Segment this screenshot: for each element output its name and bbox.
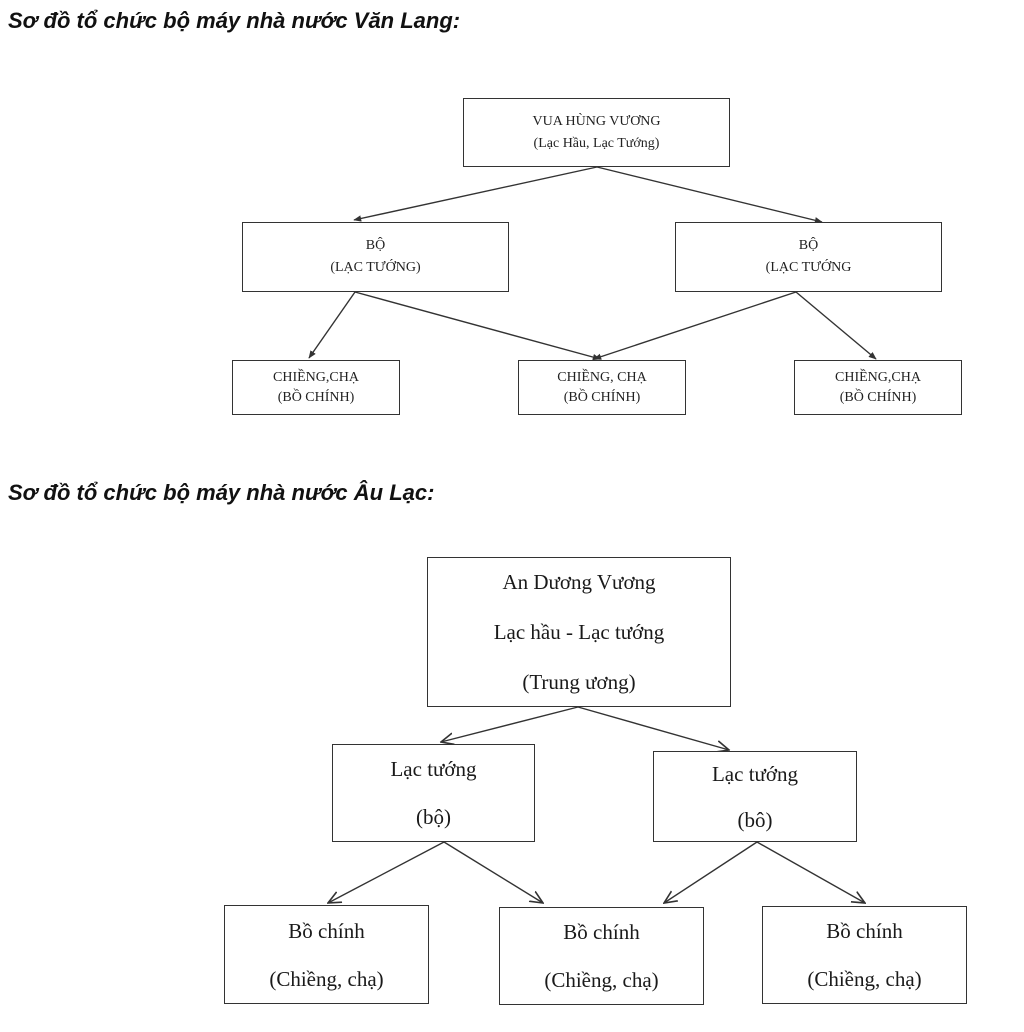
arrow-bo-right-to-chieng-3	[795, 291, 877, 360]
chieng-cha-3-subtitle: (BỒ CHÍNH)	[839, 389, 917, 405]
van-lang-heading: Sơ đồ tổ chức bộ máy nhà nước Văn Lang:	[8, 8, 461, 33]
arrow-bo-right-to-chieng-2	[593, 291, 797, 360]
arrow-lt-right-to-bc-3	[756, 841, 865, 903]
arrow-king-to-bo-right	[596, 166, 823, 224]
bo-chinh-2-subtitle: (Chiềng, chạ)	[544, 968, 659, 992]
lac-tuong-left-title: Lạc tướng	[390, 757, 477, 781]
box-bo-chinh-3: Bồ chính (Chiềng, chạ)	[762, 906, 967, 1004]
chieng-cha-1-title: CHIỀNG,CHẠ	[273, 369, 359, 385]
box-chieng-cha-3: CHIỀNG,CHẠ (BỒ CHÍNH)	[794, 360, 962, 415]
bo-chinh-1-title: Bồ chính	[288, 918, 365, 943]
bo-chinh-2-title: Bồ chính	[563, 920, 640, 944]
box-vua-hung-vuong: VUA HÙNG VƯƠNG (Lạc Hầu, Lạc Tướng)	[463, 98, 730, 167]
box-an-duong-vuong: An Dương Vương Lạc hầu - Lạc tướng (Trun…	[427, 557, 731, 707]
an-duong-vuong-title: An Dương Vương	[502, 570, 656, 594]
chieng-cha-3-title: CHIỀNG,CHẠ	[835, 369, 921, 385]
bo-left-title: BỘ	[365, 238, 386, 253]
au-lac-heading: Sơ đồ tổ chức bộ máy nhà nước Âu Lạc:	[8, 480, 435, 505]
arrow-king-to-bo-left	[353, 166, 598, 222]
box-bo-left: BỘ (LẠC TƯỚNG)	[242, 222, 509, 292]
vua-hung-vuong-title: VUA HÙNG VƯƠNG	[532, 113, 661, 129]
box-bo-chinh-1: Bồ chính (Chiềng, chạ)	[224, 905, 429, 1004]
arrow-lt-right-to-bc-2	[664, 841, 758, 903]
lac-tuong-right-title: Lạc tướng	[711, 761, 799, 786]
bo-chinh-3-subtitle: (Chiềng, chạ)	[807, 967, 922, 991]
chieng-cha-2-subtitle: (BỒ CHÍNH)	[563, 389, 641, 405]
box-bo-right: BỘ (LẠC TƯỚNG	[675, 222, 942, 292]
bo-left-subtitle: (LẠC TƯỚNG)	[330, 260, 421, 275]
arrow-lt-left-to-bc-1	[328, 841, 445, 903]
lac-tuong-right-subtitle: (bô)	[737, 807, 773, 832]
chieng-cha-2-title: CHIỀNG, CHẠ	[557, 369, 647, 385]
bo-chinh-3-title: Bồ chính	[826, 919, 903, 943]
box-bo-chinh-2: Bồ chính (Chiềng, chạ)	[499, 907, 704, 1005]
arrow-adv-to-lac-tuong-right	[577, 706, 729, 750]
box-lac-tuong-right: Lạc tướng (bô)	[653, 751, 857, 842]
box-lac-tuong-left: Lạc tướng (bộ)	[332, 744, 535, 842]
lac-tuong-left-subtitle: (bộ)	[416, 805, 451, 829]
bo-right-subtitle: (LẠC TƯỚNG	[765, 260, 852, 275]
vua-hung-vuong-subtitle: (Lạc Hầu, Lạc Tướng)	[533, 135, 660, 151]
bo-right-title: BỘ	[798, 238, 819, 253]
chieng-cha-1-subtitle: (BỒ CHÍNH)	[277, 389, 355, 405]
an-duong-vuong-officials: Lạc hầu - Lạc tướng	[493, 620, 665, 644]
arrow-bo-left-to-chieng-2	[354, 291, 601, 361]
box-chieng-cha-1: CHIỀNG,CHẠ (BỒ CHÍNH)	[232, 360, 400, 415]
arrow-lt-left-to-bc-2	[443, 841, 543, 903]
arrow-adv-to-lac-tuong-left	[441, 706, 579, 742]
bo-chinh-1-subtitle: (Chiềng, chạ)	[269, 966, 384, 991]
box-chieng-cha-2: CHIỀNG, CHẠ (BỒ CHÍNH)	[518, 360, 686, 415]
an-duong-vuong-level: (Trung ương)	[522, 670, 636, 694]
arrow-bo-left-to-chieng-1	[308, 291, 356, 359]
